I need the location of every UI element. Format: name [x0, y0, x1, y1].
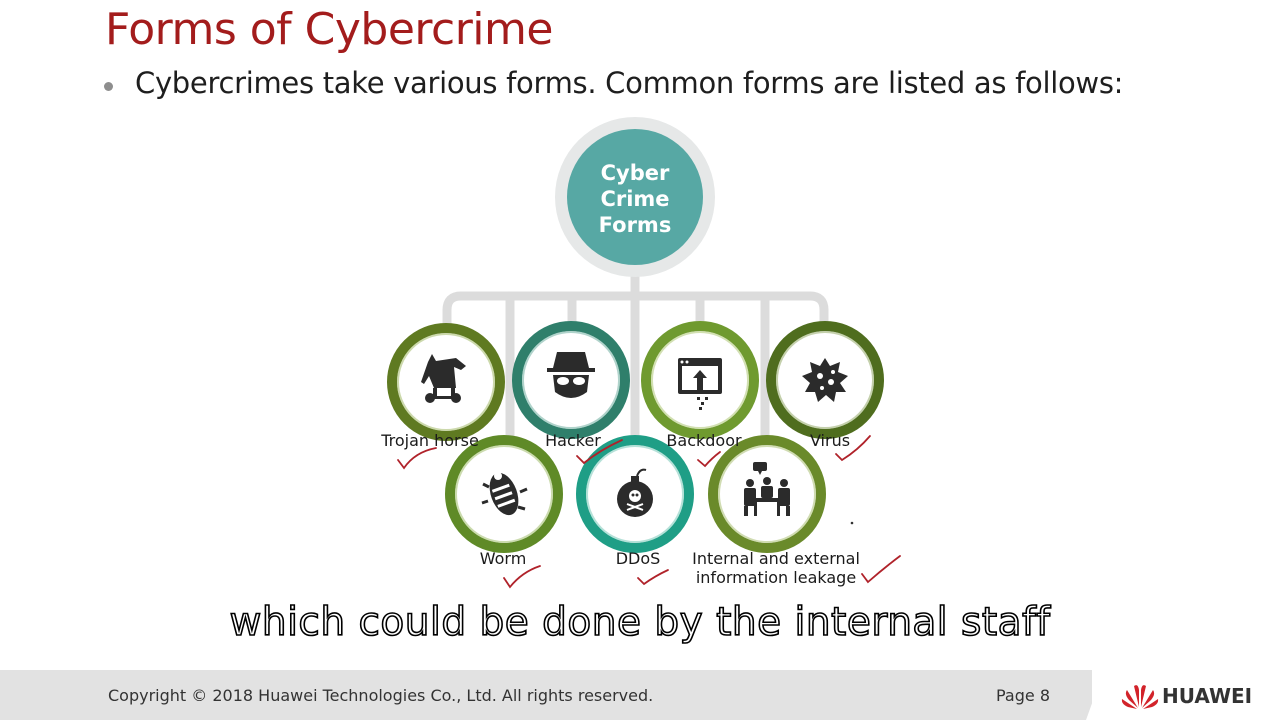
worm-icon	[481, 472, 528, 516]
node-worm	[445, 435, 563, 553]
backdoor-icon	[678, 358, 722, 410]
label-trojan-horse: Trojan horse	[381, 431, 479, 450]
slide-footer: Copyright © 2018 Huawei Technologies Co.…	[0, 670, 1280, 720]
brand-area	[1092, 670, 1280, 720]
label-backdoor: Backdoor	[666, 431, 742, 450]
checkmark-icons	[397, 435, 901, 589]
label-line: Internal and external	[692, 549, 860, 568]
node-trojan-horse	[387, 323, 505, 441]
connector-lines	[442, 260, 829, 450]
copyright-text: Copyright © 2018 Huawei Technologies Co.…	[108, 686, 654, 705]
hacker-icon	[547, 352, 595, 398]
center-text-line: Forms	[598, 213, 672, 237]
node-hacker	[512, 321, 630, 439]
meeting-icon	[744, 462, 790, 516]
stray-dot	[850, 521, 854, 525]
label-information-leakage: Internal and external information leakag…	[680, 549, 872, 587]
label-worm: Worm	[479, 549, 527, 568]
center-text-line: Crime	[600, 187, 670, 211]
bullet-point: Cybercrimes take various forms. Common f…	[104, 66, 1123, 100]
huawei-logo-icon	[1121, 685, 1159, 709]
label-hacker: Hacker	[545, 431, 601, 450]
node-virus	[766, 321, 884, 439]
label-line: information leakage	[695, 568, 857, 587]
center-node-text: Cyber Crime Forms	[570, 160, 700, 238]
bomb-icon	[617, 468, 653, 517]
bullet-dot-icon	[104, 81, 113, 91]
node-information-leakage	[708, 435, 826, 553]
horse-icon	[421, 354, 466, 403]
label-virus: Virus	[809, 431, 851, 450]
node-ddos	[576, 435, 694, 553]
page-number: Page 8	[996, 686, 1050, 705]
virus-icon	[802, 358, 848, 402]
video-subtitle: which could be done by the internal staf…	[229, 599, 1051, 646]
node-backdoor	[641, 321, 759, 439]
center-text-line: Cyber	[600, 161, 670, 185]
brand-name: HUAWEI	[1162, 684, 1253, 708]
bullet-text: Cybercrimes take various forms. Common f…	[135, 66, 1124, 100]
label-ddos: DDoS	[615, 549, 661, 568]
slide-title: Forms of Cybercrime	[105, 4, 553, 55]
center-node	[555, 117, 715, 277]
